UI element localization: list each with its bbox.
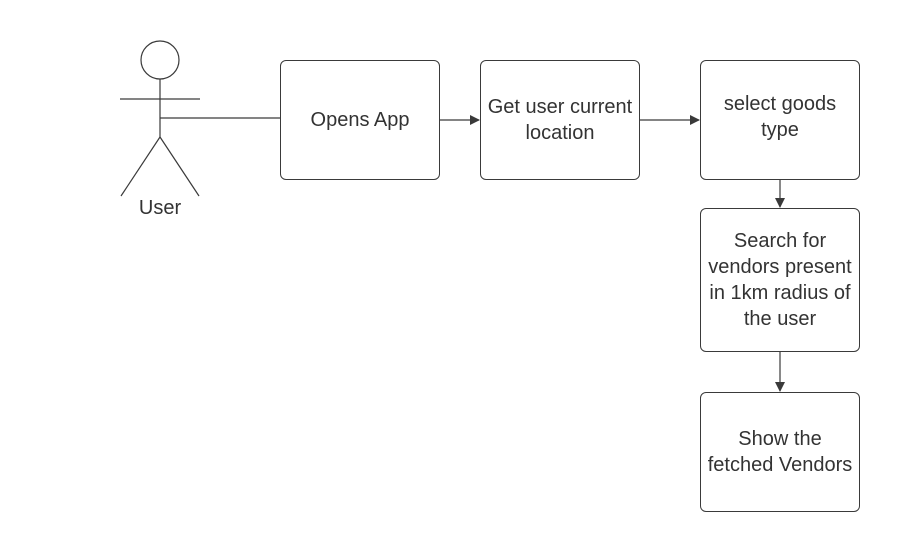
node-select-goods-type: select goods type bbox=[700, 60, 860, 180]
node-select-goods-type-label: select goods type bbox=[723, 93, 837, 141]
actor-head bbox=[140, 40, 180, 80]
node-opens-app-label: Opens App bbox=[310, 109, 410, 131]
node-show-fetched-vendors: Show the fetched Vendors bbox=[700, 392, 860, 512]
node-opens-app: Opens App bbox=[280, 60, 440, 180]
node-search-vendors: Search for vendors present in 1km radius… bbox=[700, 208, 860, 352]
user-actor-label: User bbox=[138, 197, 182, 219]
node-search-vendors-label: Search for vendors present in 1km radius… bbox=[708, 230, 852, 330]
node-show-fetched-vendors-label: Show the fetched Vendors bbox=[707, 428, 853, 476]
user-actor-figure bbox=[120, 40, 200, 197]
actor-right-leg bbox=[159, 136, 200, 197]
node-get-user-location-label: Get user current location bbox=[487, 96, 633, 144]
actor-left-leg bbox=[120, 136, 161, 197]
node-get-user-location: Get user current location bbox=[480, 60, 640, 180]
